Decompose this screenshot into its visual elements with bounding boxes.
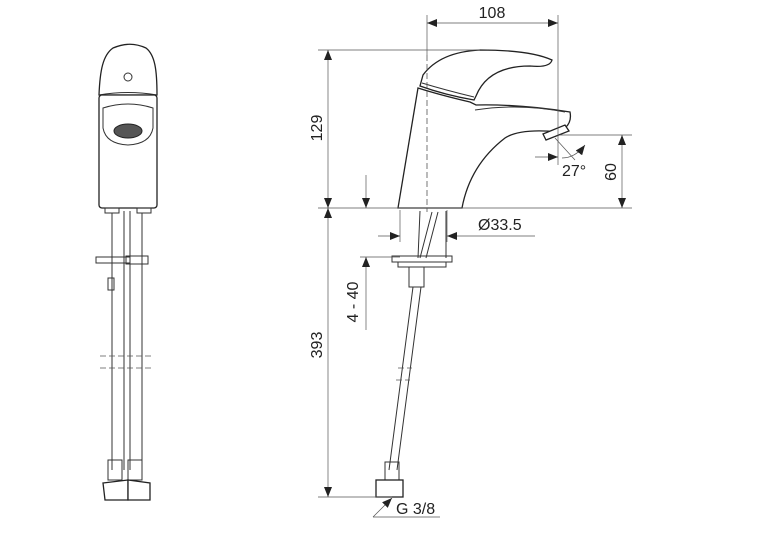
front-view [95,43,158,501]
dim-height-total: 129 [309,115,326,142]
dim-spout-angle: 27° [562,163,586,180]
dim-spout-height: 60 [603,163,620,181]
front-mounting-plate [95,256,131,264]
front-body [98,94,158,209]
dim-hose-length: 393 [309,332,326,359]
side-body [397,87,572,209]
aerator-icon [113,123,143,139]
side-view [375,49,572,498]
side-mounting-plate [391,255,453,263]
dim-reach: 108 [479,5,506,22]
lever-handle [419,49,553,101]
front-spout-recess [102,103,154,146]
dim-deck-thickness: 4 - 40 [345,281,362,322]
dimensions: 108 129 393 60 27° Ø33.5 4 - 40 G 3 [309,5,632,518]
front-cap [98,43,158,96]
dim-base-diameter: Ø33.5 [478,217,522,234]
front-nut-right [127,479,151,501]
side-nut [375,479,404,498]
dim-connection: G 3/8 [396,501,435,518]
front-screw-icon [123,72,133,82]
front-nut-left [102,479,129,501]
